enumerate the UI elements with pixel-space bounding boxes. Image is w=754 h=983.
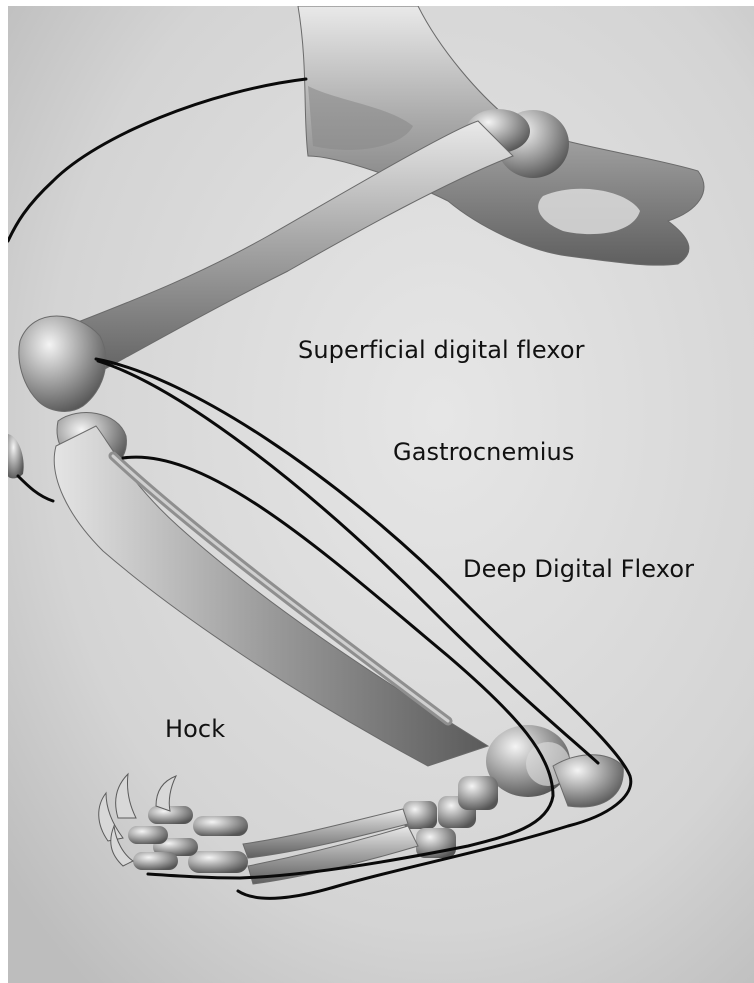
diagram-canvas xyxy=(8,6,754,983)
label-deep-digital-flexor: Deep Digital Flexor xyxy=(463,555,694,583)
label-hock: Hock xyxy=(165,715,225,743)
label-superficial-digital-flexor: Superficial digital flexor xyxy=(298,336,585,364)
label-gastrocnemius: Gastrocnemius xyxy=(393,438,574,466)
limb-illustration xyxy=(8,6,754,983)
